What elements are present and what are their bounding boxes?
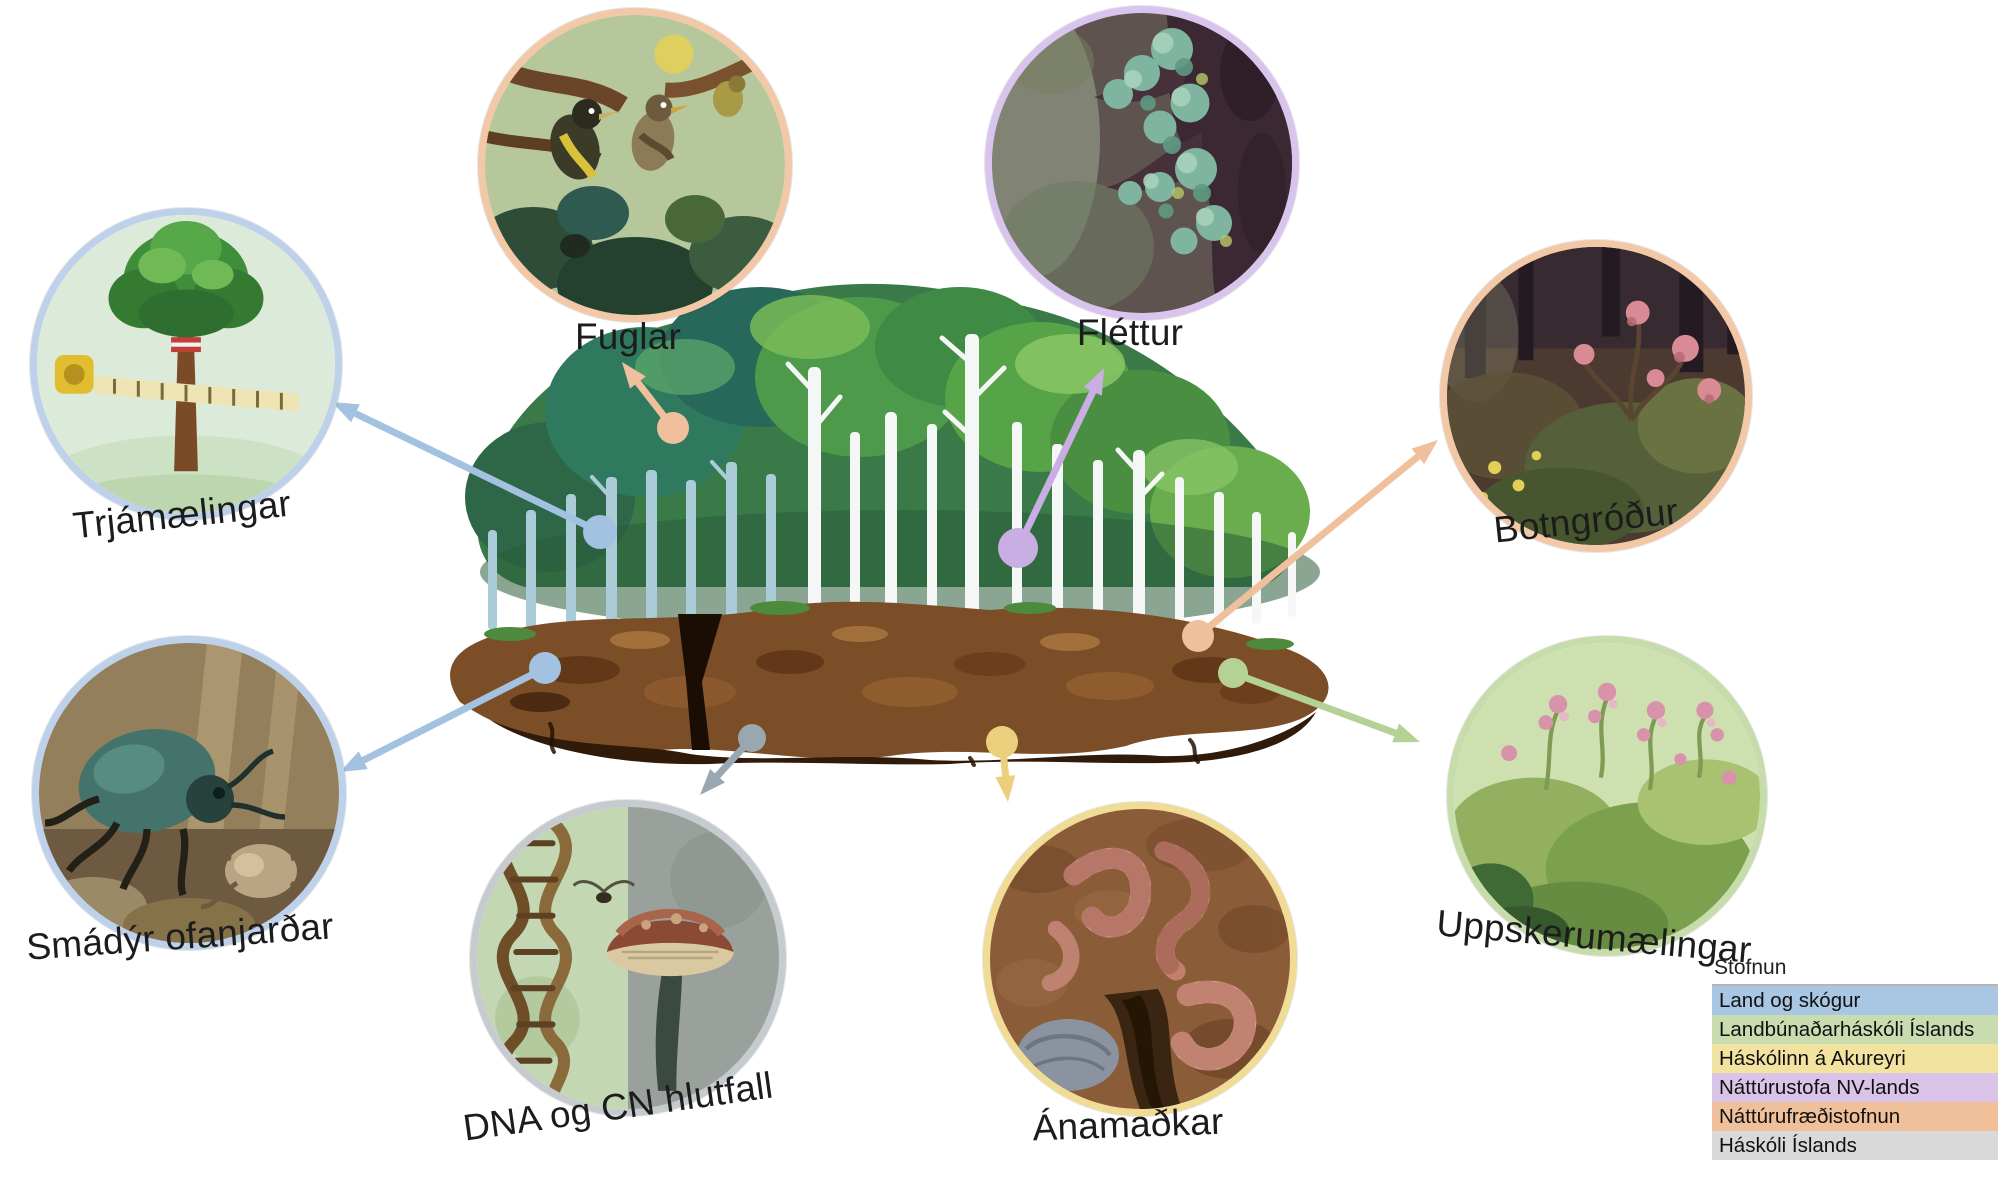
fuglar-label: Fuglar — [574, 316, 682, 357]
legend-row-haskoli-islands: Háskóli Íslands — [1712, 1131, 1998, 1160]
legend-row-landbunadarhaskoli: Landbúnaðarháskóli Íslands — [1712, 1015, 1998, 1044]
trjamaelingar-image — [30, 208, 342, 520]
legend-row-natturufraedistofnun: Náttúrufræðistofnun — [1712, 1102, 1998, 1131]
legend-row-natturustofa-nv-lands: Náttúrustofa NV-lands — [1712, 1073, 1998, 1102]
botngrodur-image — [1440, 240, 1752, 552]
lichen-illustration — [992, 13, 1292, 313]
invertebrates-illustration — [39, 643, 339, 943]
smadyr-image — [32, 636, 346, 950]
legend-row-haskolinn-a-akureyri: Háskólinn á Akureyri — [1712, 1044, 1998, 1073]
flettur-image — [985, 6, 1299, 320]
dna-image — [470, 800, 786, 1116]
legend: Stofnun Land og skógur Landbúnaðarháskól… — [1712, 956, 1998, 1160]
uppskerumaelingar-image — [1447, 636, 1767, 956]
anamadkar-label: Ánamaðkar — [1031, 1100, 1225, 1149]
earthworms-illustration — [990, 809, 1290, 1109]
flettur-label: Fléttur — [1076, 312, 1184, 353]
legend-row-land-og-skogur: Land og skógur — [1712, 986, 1998, 1015]
legend-title: Stofnun — [1714, 956, 1787, 979]
tree-measurement-illustration — [37, 215, 335, 513]
dna-fungus-illustration — [477, 807, 779, 1109]
birds-illustration — [485, 15, 785, 315]
fuglar-image — [478, 8, 792, 322]
legend-rows: Land og skógur Landbúnaðarháskóli Ísland… — [1712, 984, 1998, 1160]
meadow-illustration — [1454, 643, 1760, 949]
anamadkar-image — [983, 802, 1297, 1116]
